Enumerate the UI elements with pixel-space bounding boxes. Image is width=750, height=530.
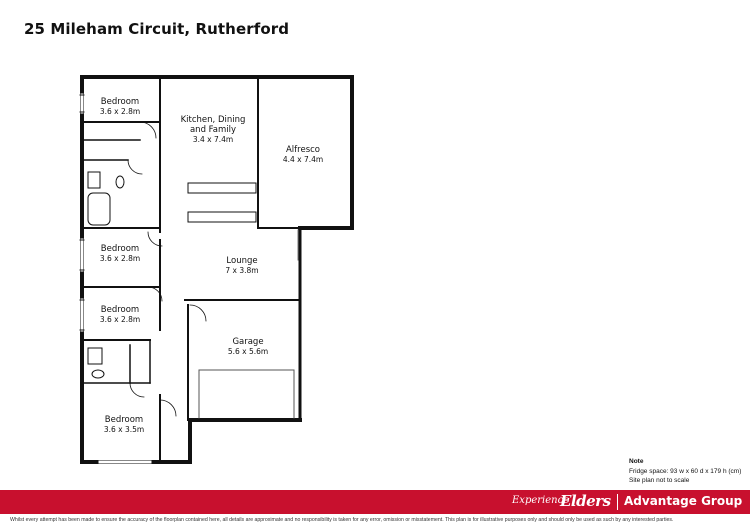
lounge-label: Lounge bbox=[226, 256, 257, 266]
kitchen-label-line1: Kitchen, Dining bbox=[181, 115, 246, 125]
exterior-wall bbox=[80, 75, 354, 230]
bedroom-4-label: Bedroom bbox=[105, 415, 143, 425]
note-scale: Site plan not to scale bbox=[629, 477, 690, 484]
footer-divider bbox=[617, 494, 618, 510]
page-title: 25 Mileham Circuit, Rutherford bbox=[24, 20, 290, 38]
footer-group-name: Advantage Group bbox=[624, 494, 743, 508]
bedroom-4-dim: 3.6 x 3.5m bbox=[104, 425, 144, 434]
kitchen-island bbox=[187, 182, 257, 194]
kitchen-label-line2: and Family bbox=[190, 125, 236, 135]
note-fridge-space: Fridge space: 93 w x 60 d x 179 h (cm) bbox=[629, 467, 742, 475]
note-heading: Note bbox=[629, 458, 644, 465]
exterior-wall bbox=[80, 75, 302, 464]
bedroom-1-dim: 3.6 x 2.8m bbox=[100, 107, 140, 116]
bedroom-3-label: Bedroom bbox=[101, 305, 139, 315]
bedroom-2-dim: 3.6 x 2.8m bbox=[100, 254, 140, 263]
plan-note: Note Fridge space: 93 w x 60 d x 179 h (… bbox=[629, 457, 741, 486]
bedroom-1-label: Bedroom bbox=[101, 97, 139, 107]
lounge-dim: 7 x 3.8m bbox=[225, 266, 258, 275]
footer-banner: Experience Elders Advantage Group bbox=[0, 490, 750, 514]
kitchen-bench bbox=[187, 211, 257, 223]
bedroom-2-label: Bedroom bbox=[101, 244, 139, 254]
garage-door bbox=[198, 369, 295, 419]
alfresco-label: Alfresco bbox=[286, 145, 320, 155]
kitchen-dim: 3.4 x 7.4m bbox=[193, 135, 233, 144]
garage-label: Garage bbox=[232, 337, 263, 347]
bathtub bbox=[87, 192, 111, 226]
garage-dim: 5.6 x 5.6m bbox=[228, 347, 268, 356]
footer-tagline: Experience bbox=[512, 495, 570, 506]
bedroom-3-dim: 3.6 x 2.8m bbox=[100, 315, 140, 324]
disclaimer-text: Whilst every attempt has been made to en… bbox=[10, 517, 674, 523]
alfresco-dim: 4.4 x 7.4m bbox=[283, 155, 323, 164]
elders-logo: Elders bbox=[560, 492, 611, 510]
